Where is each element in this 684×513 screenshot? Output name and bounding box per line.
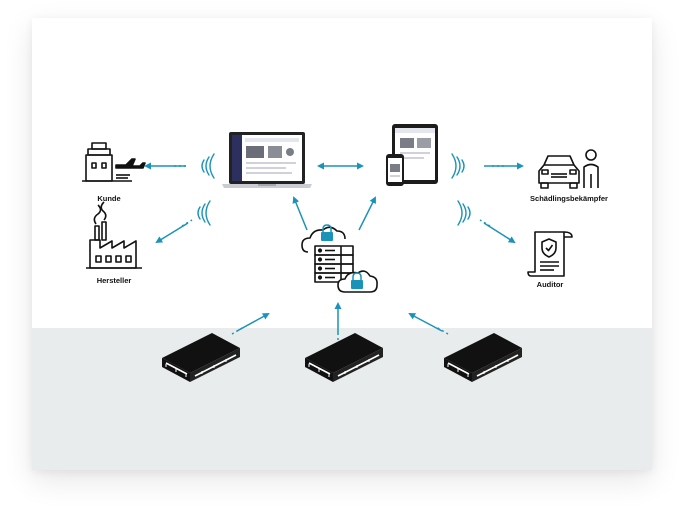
label-hersteller: Hersteller — [96, 276, 132, 285]
airport-icon — [82, 142, 146, 182]
sensor-box-icon — [444, 333, 522, 382]
wifi-signal-icon — [197, 200, 211, 226]
laptop-icon — [222, 132, 312, 188]
wifi-signal-icon — [451, 153, 465, 179]
label-auditor: Auditor — [536, 280, 564, 289]
label-schaedlingsbekaempfer: Schädlingsbekämpfer — [530, 194, 608, 203]
factory-icon — [86, 201, 142, 269]
wifi-signal-icon — [457, 200, 471, 226]
phone-icon — [386, 154, 404, 186]
lock-icon — [351, 272, 363, 289]
cloud-server-icon — [301, 226, 378, 293]
arrow-dashes — [181, 165, 504, 340]
certificate-icon — [527, 231, 573, 277]
arrows — [144, 162, 524, 333]
label-kunde: Kunde — [97, 194, 121, 203]
lock-icon — [321, 224, 333, 241]
diagram-card: Kunde Hersteller Schädlingsbekämpfer Aud… — [32, 18, 652, 470]
person-icon — [583, 149, 599, 188]
network-diagram — [82, 124, 599, 382]
sensor-box-icon — [162, 333, 240, 382]
car-icon — [538, 155, 580, 189]
sensor-box-icon — [305, 333, 383, 382]
wifi-signal-icon — [201, 153, 215, 179]
